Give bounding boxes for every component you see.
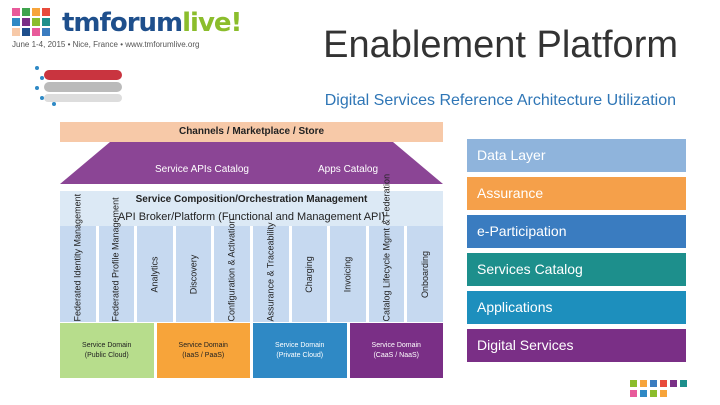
capability-label: Catalog Lifecycle Mgmt & Federation bbox=[381, 173, 392, 321]
channels-bar: Channels / Marketplace / Store bbox=[60, 122, 443, 142]
composition-bar: Service Composition/Orchestration Manage… bbox=[60, 191, 443, 208]
service-domain-title: Service Domain bbox=[371, 341, 421, 349]
logo-wordmark: tmforumlive! bbox=[62, 8, 242, 38]
capability-column: Charging bbox=[291, 226, 328, 322]
service-domain-title: Service Domain bbox=[275, 341, 325, 349]
page-subtitle: Digital Services Reference Architecture … bbox=[324, 92, 676, 109]
capability-label: Analytics bbox=[149, 255, 160, 293]
service-domain-box: Service Domain (CaaS / NaaS) bbox=[349, 323, 443, 378]
logo-forum: forum bbox=[99, 8, 184, 38]
service-domain-title: Service Domain bbox=[82, 341, 132, 349]
logo-mark bbox=[12, 8, 50, 36]
api-broker-bar: API Broker/Platform (Functional and Mana… bbox=[60, 208, 443, 226]
capability-column: Assurance & Traceability bbox=[253, 221, 289, 322]
service-domain-type: (Private Cloud) bbox=[276, 351, 324, 359]
decorative-dots bbox=[630, 380, 687, 397]
capability-column: Invoicing bbox=[330, 226, 366, 322]
logo-tm: tm bbox=[62, 8, 101, 38]
right-panel-item: e-Participation bbox=[467, 215, 686, 248]
service-domain-title: Service Domain bbox=[178, 341, 228, 349]
logo-live: live! bbox=[182, 8, 242, 38]
service-domain-box: Service Domain (IaaS / PaaS) bbox=[156, 323, 250, 378]
capability-label: Configuration & Activation bbox=[226, 217, 237, 321]
service-domain-box: Service Domain (Private Cloud) bbox=[253, 323, 347, 378]
right-panel-item: Services Catalog bbox=[467, 253, 686, 286]
capability-label: Onboarding bbox=[419, 250, 430, 298]
capability-label: Federated Identity Management bbox=[72, 193, 83, 321]
right-panel-item: Assurance bbox=[467, 177, 686, 210]
right-panel-item: Digital Services bbox=[467, 329, 686, 362]
event-info: June 1-4, 2015 • Nice, France • www.tmfo… bbox=[12, 40, 200, 49]
capability-label: Assurance & Traceability bbox=[265, 221, 276, 321]
page-title: Enablement Platform bbox=[323, 24, 678, 66]
service-domain-type: (IaaS / PaaS) bbox=[182, 351, 225, 359]
capability-column: Analytics bbox=[137, 226, 173, 322]
catalog-banner: Service APIs Catalog Apps Catalog bbox=[60, 142, 443, 184]
capability-column: Configuration & Activation bbox=[214, 217, 250, 322]
right-panel-item: Applications bbox=[467, 291, 686, 324]
capability-label: Charging bbox=[303, 255, 314, 293]
mini-network-graphic bbox=[35, 66, 122, 106]
capability-column: Federated Profile Management bbox=[98, 196, 135, 322]
service-domain-box: Service Domain (Public Cloud) bbox=[60, 323, 154, 378]
capability-label: Federated Profile Management bbox=[110, 196, 121, 321]
capability-label: Discovery bbox=[188, 254, 199, 294]
capability-column: Federated Identity Management bbox=[60, 193, 96, 322]
capability-column: Discovery bbox=[175, 226, 212, 322]
apps-catalog-label: Apps Catalog bbox=[318, 164, 378, 175]
capability-label: Invoicing bbox=[342, 256, 353, 292]
service-apis-catalog-label: Service APIs Catalog bbox=[155, 164, 249, 175]
right-panel-item: Data Layer bbox=[467, 139, 686, 172]
service-domain-type: (Public Cloud) bbox=[84, 351, 129, 359]
capability-column: Catalog Lifecycle Mgmt & Federation bbox=[368, 173, 405, 322]
service-domain-type: (CaaS / NaaS) bbox=[373, 351, 419, 359]
capability-column: Onboarding bbox=[407, 226, 443, 322]
